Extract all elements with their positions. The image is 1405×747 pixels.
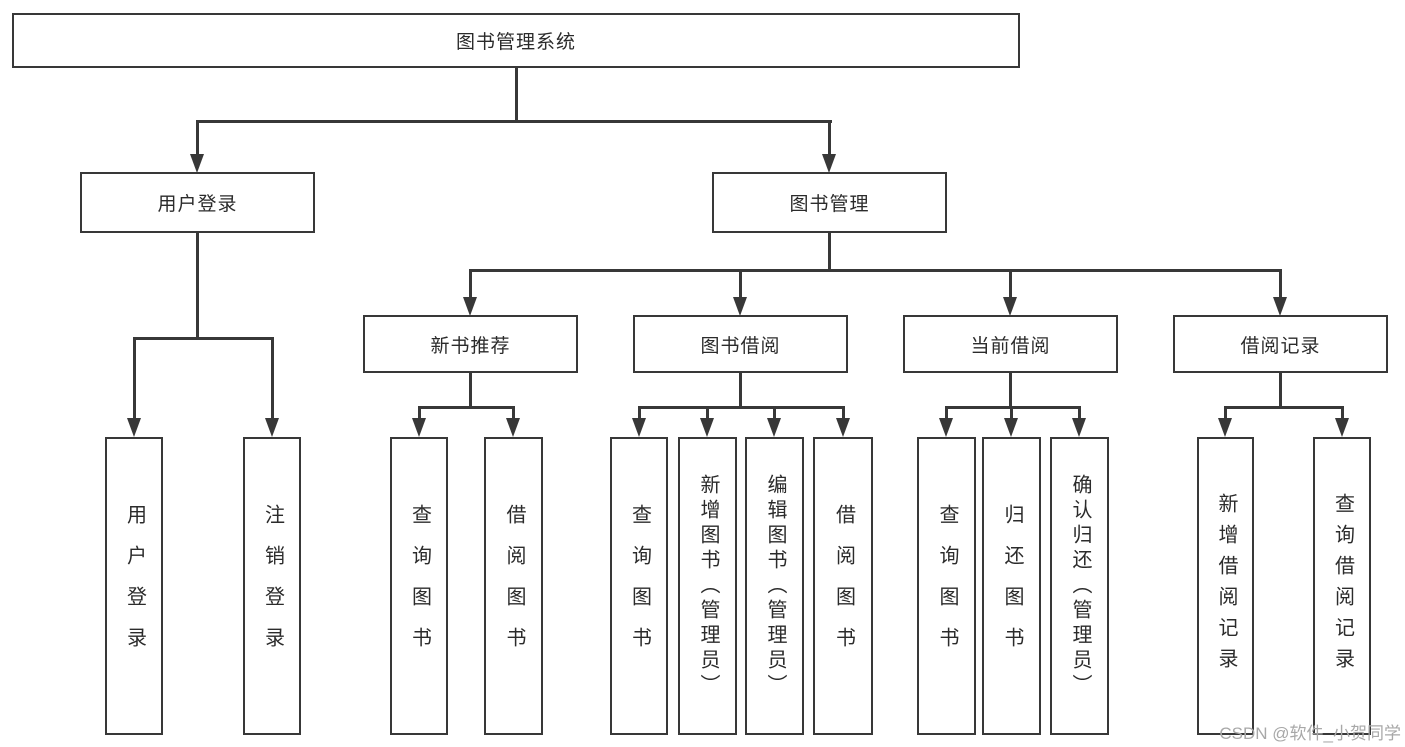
- connector: [739, 371, 742, 409]
- node-user-login: 用户登录: [80, 172, 315, 233]
- connector: [418, 406, 421, 420]
- leaf-edit-books-admin: 编辑图书（管理员）: [745, 437, 804, 735]
- node-book-management: 图书管理: [712, 172, 947, 233]
- leaf-search-borrow-record-label: 查询借阅记录: [1331, 493, 1354, 679]
- connector: [1009, 269, 1012, 299]
- leaf-recommend-borrow-books: 借阅图书: [484, 437, 543, 735]
- connector: [1078, 406, 1081, 420]
- connector: [828, 120, 831, 157]
- connector: [1010, 406, 1013, 420]
- connector: [945, 406, 948, 420]
- node-user-login-label: 用户登录: [157, 194, 238, 215]
- connector: [1279, 371, 1282, 409]
- node-borrowing-records: 借阅记录: [1173, 315, 1388, 373]
- leaf-logout-label: 注销登录: [261, 504, 284, 668]
- connector: [196, 120, 199, 157]
- arrowhead: [939, 418, 953, 437]
- arrowhead: [265, 418, 279, 437]
- leaf-user-login: 用户登录: [105, 437, 163, 735]
- arrowhead: [632, 418, 646, 437]
- arrowhead: [733, 297, 747, 316]
- leaf-search-borrow-record: 查询借阅记录: [1313, 437, 1371, 735]
- connector: [469, 269, 1282, 272]
- connector: [1224, 406, 1343, 409]
- connector: [469, 371, 472, 409]
- node-new-book-recommendation-label: 新书推荐: [430, 335, 511, 357]
- connector: [638, 406, 641, 420]
- leaf-current-search-books: 查询图书: [917, 437, 976, 735]
- connector: [828, 231, 831, 272]
- leaf-add-books-admin-label: 新增图书（管理员）: [697, 473, 719, 699]
- connector: [271, 337, 274, 420]
- arrowhead: [1218, 418, 1232, 437]
- arrowhead: [1072, 418, 1086, 437]
- leaf-borrowing-search-books: 查询图书: [610, 437, 668, 735]
- connector: [1224, 406, 1227, 420]
- leaf-recommend-search-books: 查询图书: [390, 437, 448, 735]
- leaf-recommend-borrow-books-label: 借阅图书: [503, 504, 525, 668]
- arrowhead: [822, 154, 836, 173]
- connector: [1341, 406, 1344, 420]
- connector: [196, 231, 199, 339]
- node-root-system: 图书管理系统: [12, 13, 1020, 68]
- connector: [842, 406, 845, 420]
- leaf-add-books-admin: 新增图书（管理员）: [678, 437, 737, 735]
- connector: [1009, 371, 1012, 409]
- leaf-return-books-label: 归还图书: [1001, 504, 1023, 668]
- leaf-borrowing-search-books-label: 查询图书: [628, 504, 651, 668]
- leaf-confirm-return-admin-label: 确认归还（管理员）: [1069, 473, 1091, 699]
- arrowhead: [190, 154, 204, 173]
- node-book-borrowing-label: 图书借阅: [700, 335, 781, 357]
- connector: [739, 269, 742, 299]
- connector: [706, 406, 709, 420]
- leaf-return-books: 归还图书: [982, 437, 1041, 735]
- connector: [773, 406, 776, 420]
- connector: [512, 406, 515, 420]
- node-new-book-recommendation: 新书推荐: [363, 315, 578, 373]
- leaf-confirm-return-admin: 确认归还（管理员）: [1050, 437, 1109, 735]
- node-current-borrowing-label: 当前借阅: [970, 335, 1051, 357]
- arrowhead: [1273, 297, 1287, 316]
- csdn-watermark: CSDN @软件_小贺同学: [1219, 724, 1401, 743]
- leaf-add-borrow-record: 新增借阅记录: [1197, 437, 1254, 735]
- connector: [418, 406, 515, 409]
- arrowhead: [700, 418, 714, 437]
- node-borrowing-records-label: 借阅记录: [1240, 335, 1321, 357]
- connector: [133, 337, 274, 340]
- arrowhead: [506, 418, 520, 437]
- leaf-current-search-books-label: 查询图书: [936, 504, 958, 668]
- arrowhead: [836, 418, 850, 437]
- connector: [196, 120, 832, 123]
- arrowhead: [1004, 418, 1018, 437]
- arrowhead: [127, 418, 141, 437]
- node-current-borrowing: 当前借阅: [903, 315, 1118, 373]
- node-root-label: 图书管理系统: [455, 32, 576, 53]
- leaf-borrowing-borrow-books-label: 借阅图书: [832, 504, 855, 668]
- connector: [945, 406, 1081, 409]
- leaf-recommend-search-books-label: 查询图书: [408, 504, 431, 668]
- node-book-management-label: 图书管理: [789, 194, 870, 215]
- connector: [133, 337, 136, 420]
- connector: [638, 406, 844, 409]
- leaf-add-borrow-record-label: 新增借阅记录: [1215, 493, 1237, 679]
- leaf-logout: 注销登录: [243, 437, 301, 735]
- connector: [1279, 269, 1282, 299]
- connector: [469, 269, 472, 299]
- arrowhead: [767, 418, 781, 437]
- leaf-edit-books-admin-label: 编辑图书（管理员）: [764, 473, 786, 699]
- node-book-borrowing: 图书借阅: [633, 315, 848, 373]
- connector: [515, 66, 518, 123]
- arrowhead: [1335, 418, 1349, 437]
- arrowhead: [412, 418, 426, 437]
- leaf-user-login-label: 用户登录: [123, 504, 146, 668]
- leaf-borrowing-borrow-books: 借阅图书: [813, 437, 873, 735]
- arrowhead: [1003, 297, 1017, 316]
- arrowhead: [463, 297, 477, 316]
